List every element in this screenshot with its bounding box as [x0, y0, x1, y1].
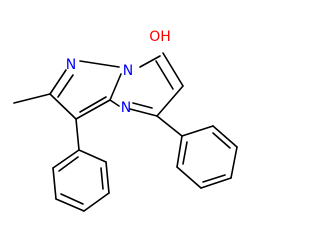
pyrimidine-nitrogen-label: N [121, 100, 131, 116]
phenyl-ring-right [156, 115, 238, 189]
bridgehead-nitrogen-label: N [123, 63, 133, 79]
phenyl-ring-left [52, 118, 110, 212]
hydroxyl-label: OH [149, 29, 171, 45]
structure-diagram: OH N N N [13, 29, 238, 212]
pyrazole-nitrogen-label: N [66, 57, 76, 73]
ring-bonds [13, 52, 184, 120]
